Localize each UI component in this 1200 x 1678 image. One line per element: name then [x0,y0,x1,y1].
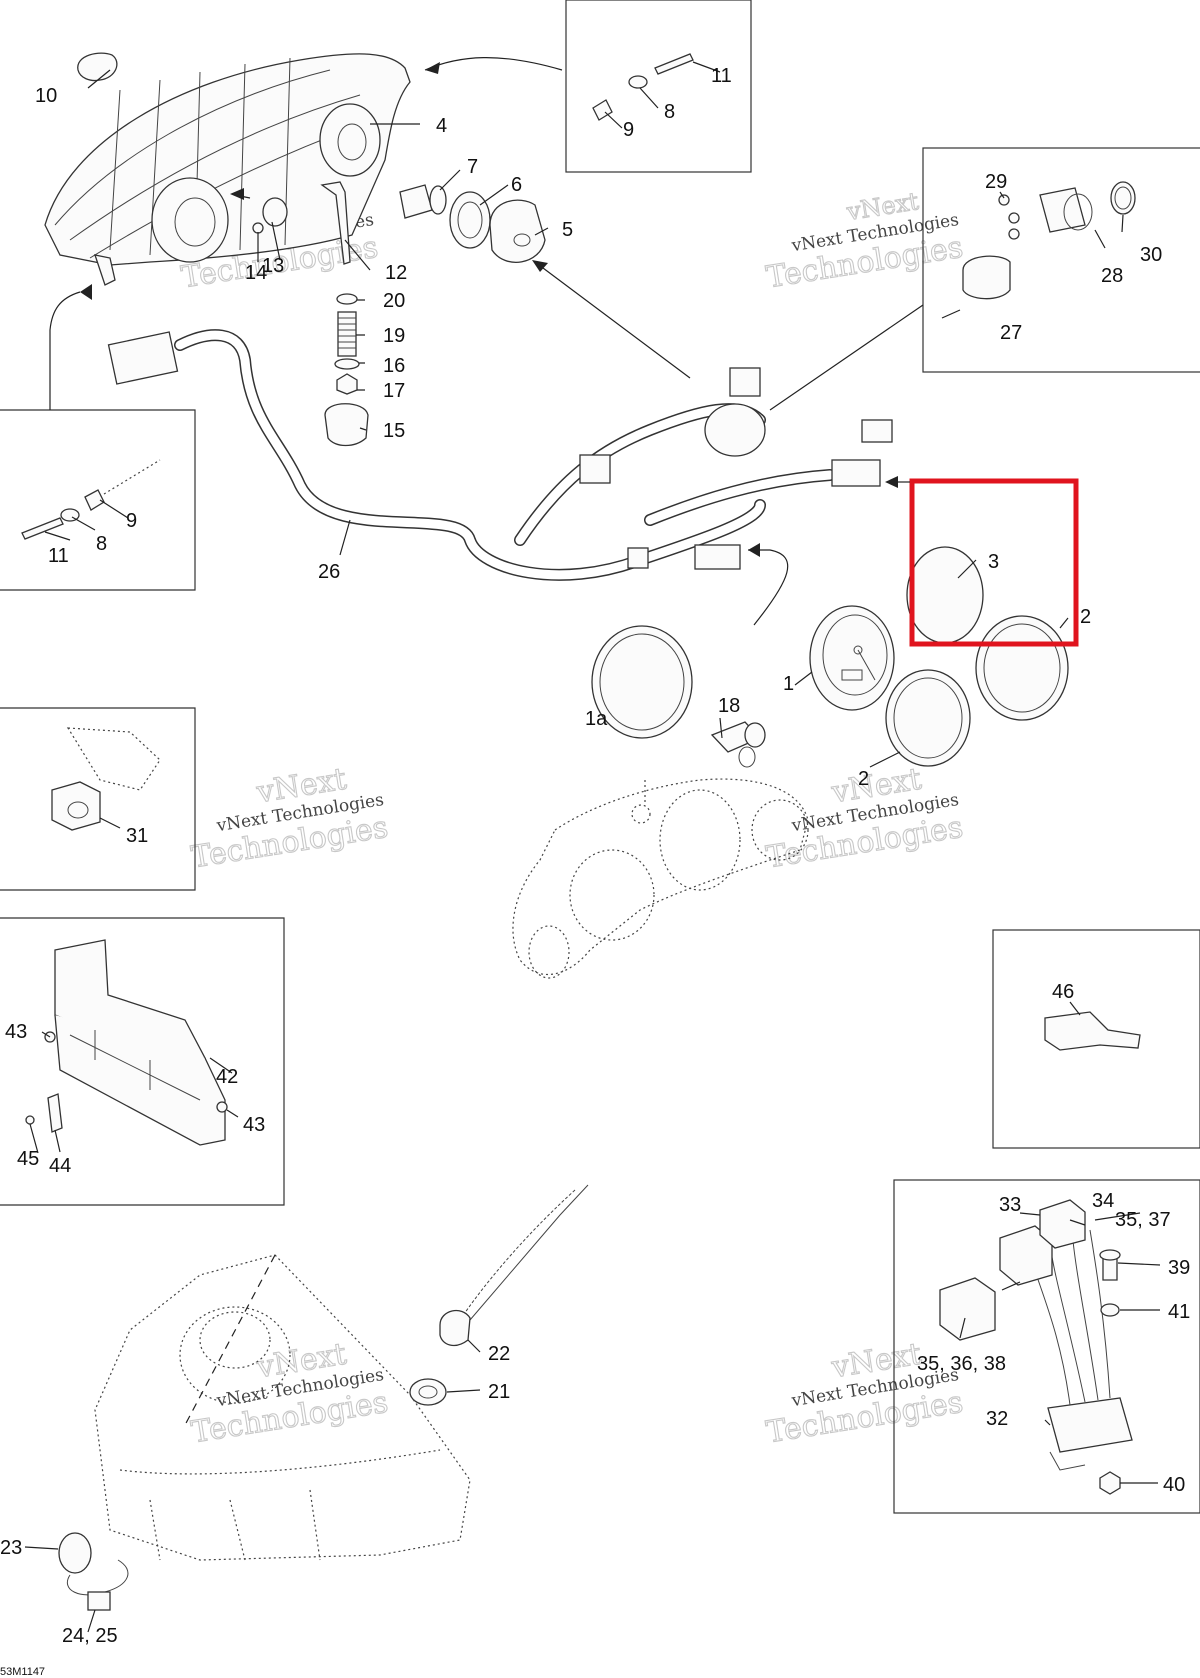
callout-43-right: 43 [243,1114,265,1136]
callout-34: 34 [1092,1190,1114,1212]
detail-box-regulator [893,1179,1200,1514]
headlight-assembly [44,53,411,286]
callout-26: 26 [318,561,340,583]
wiring-harness-26 [107,329,893,581]
lens-3 [906,546,984,644]
switch-23 [58,1532,129,1611]
lanyard-coil [409,1184,589,1406]
callout-7: 7 [467,156,478,178]
watermark-5: vNext vNext Technologies Technologies [188,1336,391,1451]
callout-28: 28 [1101,265,1123,287]
callout-40: 40 [1163,1474,1185,1496]
callout-42: 42 [216,1066,238,1088]
callout-22: 22 [488,1343,510,1365]
callout-27: 27 [1000,322,1022,344]
bezel-2-upper [975,615,1069,721]
sensor-parts [962,181,1136,300]
callout-6: 6 [511,174,522,196]
watermark-6: vNext vNext Technologies Technologies [763,1336,966,1451]
callout-8-top: 8 [664,101,675,123]
clip-10 [77,52,118,82]
callout-2-upper: 2 [1080,606,1091,628]
callout-43-left: 43 [5,1021,27,1043]
cap-5 [489,199,546,263]
ring-6 [449,191,491,249]
callout-35-37: 35, 37 [1115,1209,1171,1231]
rod-12 [320,181,351,265]
bezel-1a [591,625,693,739]
callout-41: 41 [1168,1301,1190,1323]
callout-31: 31 [126,825,148,847]
detail-box-sensor [922,147,1200,373]
gauge-1 [809,605,895,711]
detail-box-46 [992,929,1200,1149]
detail-box-bracket [0,917,285,1206]
callout-24-25: 24, 25 [62,1625,118,1647]
callout-10: 10 [35,85,57,107]
diagram-code: 53M1147 [0,1666,45,1678]
callout-2-lower: 2 [858,768,869,790]
callout-12: 12 [385,262,407,284]
callout-46: 46 [1052,981,1074,1003]
callout-17: 17 [383,380,405,402]
connector-31 [51,727,161,831]
bulb-7 [399,184,447,219]
callout-1: 1 [783,673,794,695]
key-switch-18 [710,721,766,768]
callout-44: 44 [49,1155,71,1177]
callout-23: 23 [0,1537,22,1559]
leader-lines [24,57,1161,1633]
callout-14: 14 [245,262,267,284]
watermark-2: vNext vNext Technologies Technologies [763,187,966,296]
detail-box-screws-left [0,409,196,591]
callout-18: 18 [718,695,740,717]
callout-32: 32 [986,1408,1008,1430]
callout-4: 4 [436,115,447,137]
callout-33: 33 [999,1194,1021,1216]
callout-9-left: 9 [126,510,137,532]
highlight-box [909,478,1079,647]
callout-11-top: 11 [711,65,732,87]
callout-11-left: 11 [48,545,69,567]
detail-box-connector-31 [0,707,196,891]
callout-20: 20 [383,290,405,312]
callout-9-top: 9 [623,119,634,141]
callout-8-left: 8 [96,533,107,555]
dashboard-panel [512,778,809,979]
callout-21: 21 [488,1381,510,1403]
callout-13: 13 [262,255,284,277]
callout-19: 19 [383,325,405,347]
callout-5: 5 [562,219,573,241]
screw-set-top [592,53,694,121]
watermark-3: vNext vNext Technologies Technologies [188,761,391,876]
callout-1a: 1a [585,708,608,730]
callout-30: 30 [1140,244,1162,266]
detail-box-screws-top [565,0,752,173]
callout-39: 39 [1168,1257,1190,1279]
bezel-2-lower [885,669,971,767]
callout-35-36-38: 35, 36, 38 [917,1353,1006,1375]
sensor-46 [1044,1011,1141,1051]
callout-3: 3 [988,551,999,573]
callout-29: 29 [985,171,1007,193]
spring-stack-15-20 [324,293,369,447]
regulator-32 [939,1199,1133,1495]
bracket-42 [25,939,228,1146]
callout-15: 15 [383,420,405,442]
callout-labels: 1 1a 2 2 3 4 5 6 7 8 8 9 9 10 11 11 12 1… [0,65,1190,1647]
callout-45: 45 [17,1148,39,1170]
callout-16: 16 [383,355,405,377]
front-cowl [94,1254,471,1561]
